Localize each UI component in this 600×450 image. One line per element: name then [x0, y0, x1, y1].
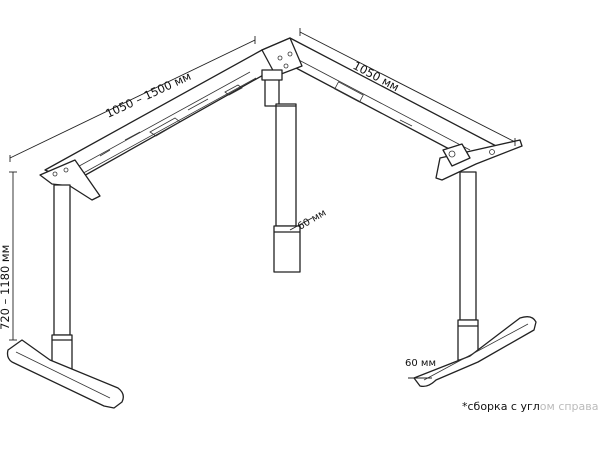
dimension-height: 720 – 1180 мм	[0, 171, 17, 341]
foot-size-label: 60 мм	[405, 358, 436, 369]
assembly-note-faded: ом справа	[539, 400, 599, 413]
right-leg	[413, 171, 537, 388]
left-leg	[6, 184, 124, 409]
assembly-note: *сборка с углом справа	[462, 400, 599, 413]
middle-leg	[273, 103, 301, 273]
dimension-foot: 60 мм	[405, 358, 436, 379]
column-size-label: 60 мм	[296, 208, 328, 233]
top-frame	[39, 37, 523, 201]
height-label: 720 – 1180 мм	[0, 245, 12, 330]
assembly-note-text: *сборка с угл	[462, 400, 540, 413]
